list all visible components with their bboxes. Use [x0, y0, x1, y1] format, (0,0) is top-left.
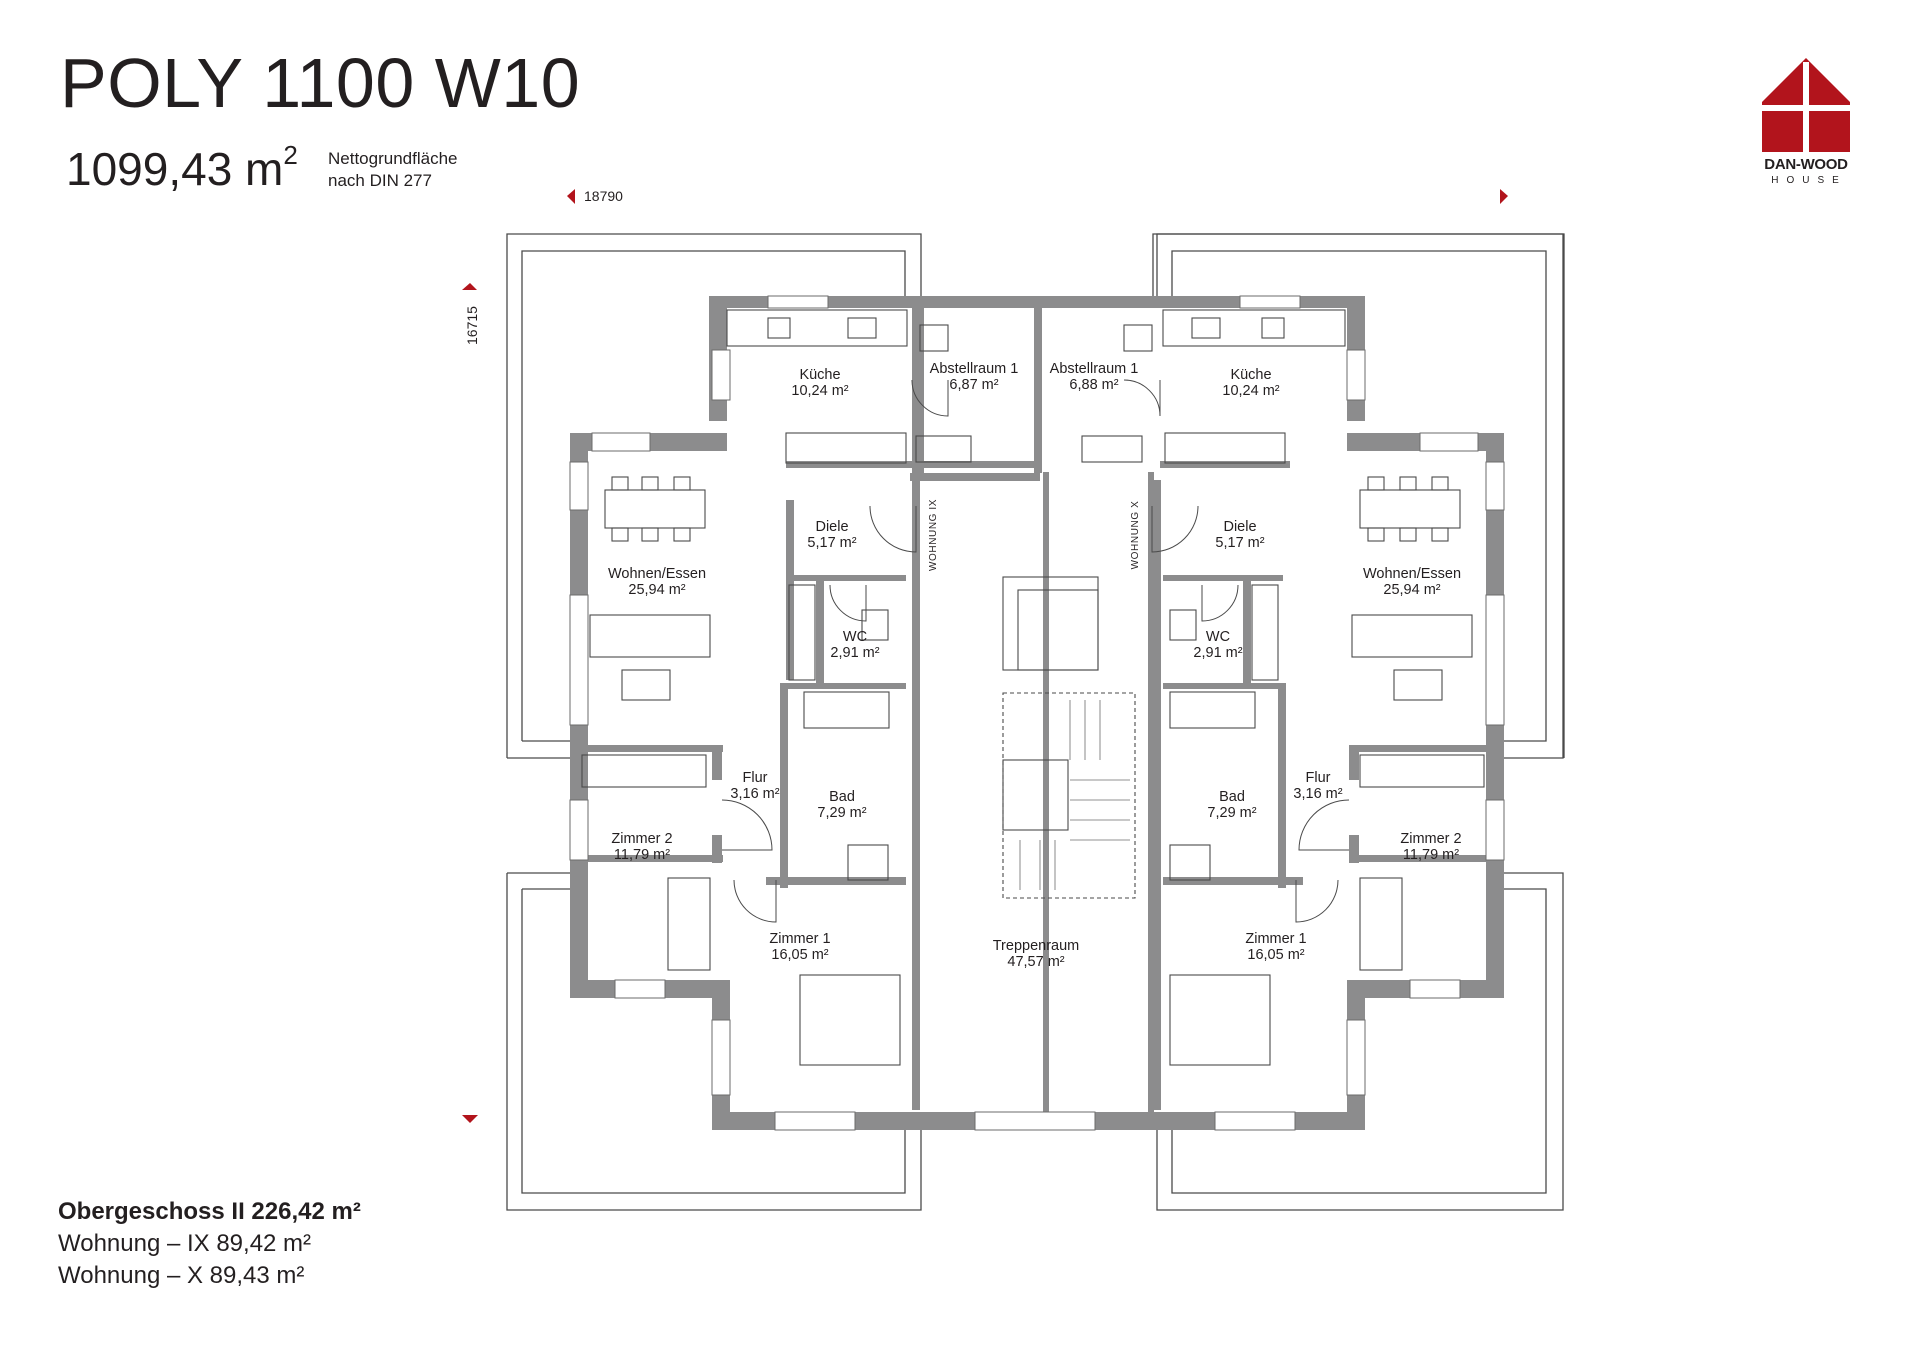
room-area-abstellraum-left: 6,87 m²	[949, 377, 998, 393]
room-name-wohnen-left: Wohnen/Essen	[608, 566, 706, 582]
width-marker-right	[1500, 189, 1508, 204]
room-name-kueche-right: Küche	[1230, 367, 1271, 383]
width-marker-left	[567, 189, 575, 204]
room-area-wohnen-left: 25,94 m²	[628, 582, 685, 598]
dining-table-left	[604, 489, 706, 529]
page-title: POLY 1100 W10	[60, 44, 581, 122]
walls	[570, 296, 1504, 1130]
room-name-wc-right: WC	[1206, 629, 1230, 645]
logo-subtitle: HOUSE	[1771, 175, 1847, 186]
room-area-kueche-left: 10,24 m²	[791, 383, 848, 399]
area-note-line2: nach DIN 277	[328, 171, 432, 190]
room-name-zimmer1-right: Zimmer 1	[1245, 931, 1306, 947]
stair-treads	[1019, 700, 1130, 890]
area-note: Nettogrundfläche nach DIN 277	[328, 148, 457, 192]
room-area-bad-right: 7,29 m²	[1207, 805, 1256, 821]
room-name-abstellraum-left: Abstellraum 1	[930, 361, 1019, 377]
room-area-wc-right: 2,91 m²	[1193, 645, 1242, 661]
kitchen-counter-right	[1162, 309, 1346, 347]
room-name-treppenraum: Treppenraum	[993, 938, 1080, 954]
wohnung-x-label: WOHNUNG X	[1130, 501, 1141, 570]
room-name-flur-left: Flur	[743, 770, 768, 786]
logo-brand: DAN-WOOD	[1764, 156, 1848, 173]
area-note-line1: Nettogrundfläche	[328, 149, 458, 168]
net-floor-area-exponent: 2	[283, 140, 298, 170]
door-swings	[721, 379, 1350, 923]
room-name-zimmer2-right: Zimmer 2	[1400, 831, 1461, 847]
width-dimension: 18790	[584, 188, 623, 204]
room-area-diele-left: 5,17 m²	[807, 535, 856, 551]
depth-marker-top	[462, 283, 477, 290]
room-area-zimmer2-left: 11,79 m²	[614, 847, 670, 863]
room-name-zimmer1-left: Zimmer 1	[769, 931, 830, 947]
dimension-markers: 18790 16715	[462, 188, 1508, 1123]
room-name-kueche-left: Küche	[799, 367, 840, 383]
rooms-center: Treppenraum 47,57 m²	[993, 938, 1080, 970]
summary-unit-ix: Wohnung – IX 89,42 m²	[58, 1230, 312, 1257]
bed-left	[799, 974, 901, 1066]
room-name-wc-left: WC	[843, 629, 867, 645]
room-name-diele-left: Diele	[815, 519, 848, 535]
terrace-outlines	[506, 233, 1565, 1211]
summary-unit-x: Wohnung – X 89,43 m²	[58, 1262, 305, 1289]
room-area-kueche-right: 10,24 m²	[1222, 383, 1279, 399]
summary-floor: Obergeschoss II 226,42 m²	[58, 1198, 361, 1225]
room-area-bad-left: 7,29 m²	[817, 805, 866, 821]
room-area-zimmer1-right: 16,05 m²	[1247, 947, 1304, 963]
bed-right	[1169, 974, 1271, 1066]
depth-dimension: 16715	[464, 306, 480, 345]
furniture	[581, 309, 1485, 1066]
net-floor-area-value: 1099,43 m	[66, 143, 284, 195]
room-area-zimmer2-right: 11,79 m²	[1403, 847, 1459, 863]
net-floor-area: 1099,43 m2	[66, 140, 298, 195]
room-area-zimmer1-left: 16,05 m²	[771, 947, 828, 963]
room-name-diele-right: Diele	[1223, 519, 1256, 535]
windows	[569, 295, 1505, 1131]
room-name-zimmer2-left: Zimmer 2	[611, 831, 672, 847]
room-area-diele-right: 5,17 m²	[1215, 535, 1264, 551]
rooms-right: Abstellraum 1 6,88 m² Küche 10,24 m² Die…	[1050, 361, 1462, 963]
kitchen-counter-left	[726, 309, 908, 347]
room-name-wohnen-right: Wohnen/Essen	[1363, 566, 1461, 582]
room-area-flur-right: 3,16 m²	[1293, 786, 1342, 802]
area-summary: Obergeschoss II 226,42 m² Wohnung – IX 8…	[58, 1196, 361, 1292]
room-area-wc-left: 2,91 m²	[830, 645, 879, 661]
room-area-flur-left: 3,16 m²	[730, 786, 779, 802]
dining-table-right	[1359, 489, 1461, 529]
room-name-bad-left: Bad	[829, 789, 855, 805]
room-name-abstellraum-right: Abstellraum 1	[1050, 361, 1139, 377]
depth-marker-bottom	[462, 1115, 478, 1123]
room-area-treppenraum: 47,57 m²	[1007, 954, 1064, 970]
room-area-abstellraum-right: 6,88 m²	[1069, 377, 1118, 393]
room-name-flur-right: Flur	[1306, 770, 1331, 786]
rooms-left: Küche 10,24 m² Abstellraum 1 6,87 m² Die…	[608, 361, 1018, 963]
room-area-wohnen-right: 25,94 m²	[1383, 582, 1440, 598]
house-roof-cross-icon	[1762, 58, 1850, 152]
wohnung-ix-label: WOHNUNG IX	[928, 499, 939, 571]
room-name-bad-right: Bad	[1219, 789, 1245, 805]
